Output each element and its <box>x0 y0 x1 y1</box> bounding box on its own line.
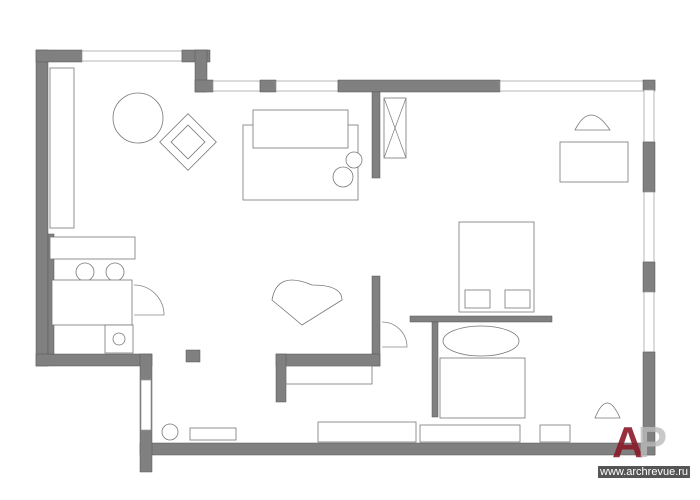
watermark-website[interactable]: www.archrevue.ru <box>598 466 691 478</box>
watermark-logo: AP <box>612 418 667 467</box>
walls <box>35 49 656 473</box>
furniture <box>49 67 629 443</box>
